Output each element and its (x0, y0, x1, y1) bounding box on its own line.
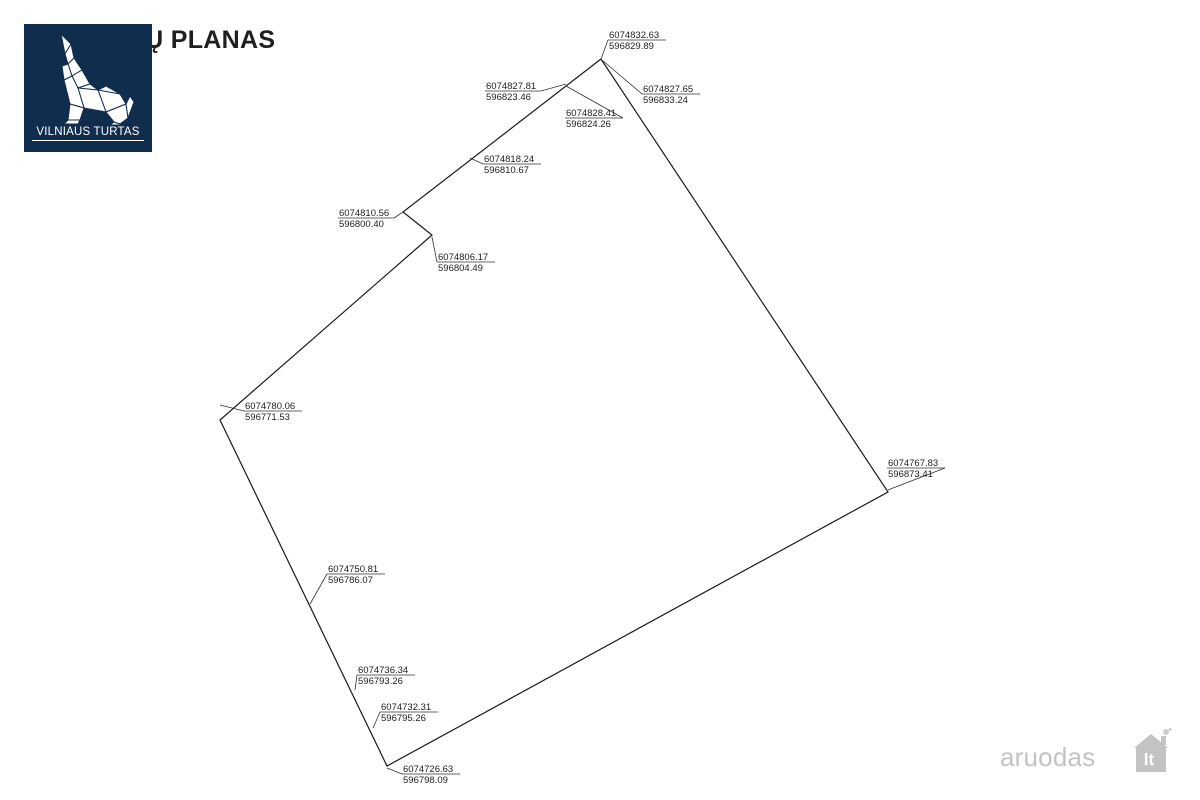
company-logo[interactable]: VILNIAUS TURTAS (24, 24, 152, 152)
coordinate-x: 6074827.81 (486, 81, 536, 92)
watermark-badge: lt (1143, 750, 1155, 769)
coordinate-y: 596823.46 (486, 92, 531, 103)
coordinate-x: 6074732.31 (381, 702, 431, 713)
coordinate-x: 6074810.56 (339, 208, 389, 219)
coordinate-x: 6074767.83 (888, 458, 938, 469)
coordinate-x: 6074818.24 (484, 154, 534, 165)
coordinate-y: 596810.67 (484, 165, 529, 176)
logo-underline (32, 140, 144, 141)
callout-leader (887, 467, 946, 491)
callout-leader (565, 85, 624, 119)
callout-leader (469, 157, 484, 165)
coordinate-y: 596833.24 (643, 95, 688, 106)
coordinate-x: 6074828.41 (566, 108, 616, 119)
coordinate-y: 596793.26 (358, 676, 403, 687)
coordinate-x: 6074832.63 (609, 30, 659, 41)
coordinate-x: 6074736.34 (358, 665, 408, 676)
coordinate-x: 6074726.63 (403, 764, 453, 775)
coordinate-callouts: 6074832.63596829.896074827.81596823.4660… (219, 30, 946, 786)
coordinate-y: 596824.26 (566, 119, 611, 130)
coordinate-y: 596798.09 (403, 775, 448, 786)
coordinate-x: 6074780.06 (245, 401, 295, 412)
coordinate-y: 596795.26 (381, 713, 426, 724)
callout-leader (219, 404, 245, 412)
coordinate-x: 6074750.81 (328, 564, 378, 575)
coordinate-y: 596771.53 (245, 412, 290, 423)
watermark-text: aruodas (1000, 742, 1096, 772)
coordinate-y: 596829.89 (609, 41, 654, 52)
callout-leader (431, 236, 438, 263)
coordinate-y: 596786.07 (328, 575, 373, 586)
howling-wolf-icon (60, 32, 135, 126)
coordinate-x: 6074806.17 (438, 252, 488, 263)
aruodas-watermark: aruodas lt (996, 728, 1176, 778)
logo-text: VILNIAUS TURTAS (36, 126, 140, 138)
boundary-line (219, 58, 889, 767)
callout-leader (309, 573, 328, 605)
callout-leader (601, 59, 643, 95)
callout-leader (540, 83, 567, 92)
callout-leader (393, 211, 404, 219)
house-chimney-icon (1134, 728, 1172, 772)
coordinate-y: 596804.49 (438, 263, 483, 274)
callout-leader (372, 711, 381, 729)
coordinate-y: 596800.40 (339, 219, 384, 230)
callout-leader (386, 767, 403, 775)
callout-leader (354, 674, 358, 691)
coordinate-y: 596873.41 (888, 469, 933, 480)
coordinate-x: 6074827.65 (643, 84, 693, 95)
callout-leader (600, 39, 609, 60)
